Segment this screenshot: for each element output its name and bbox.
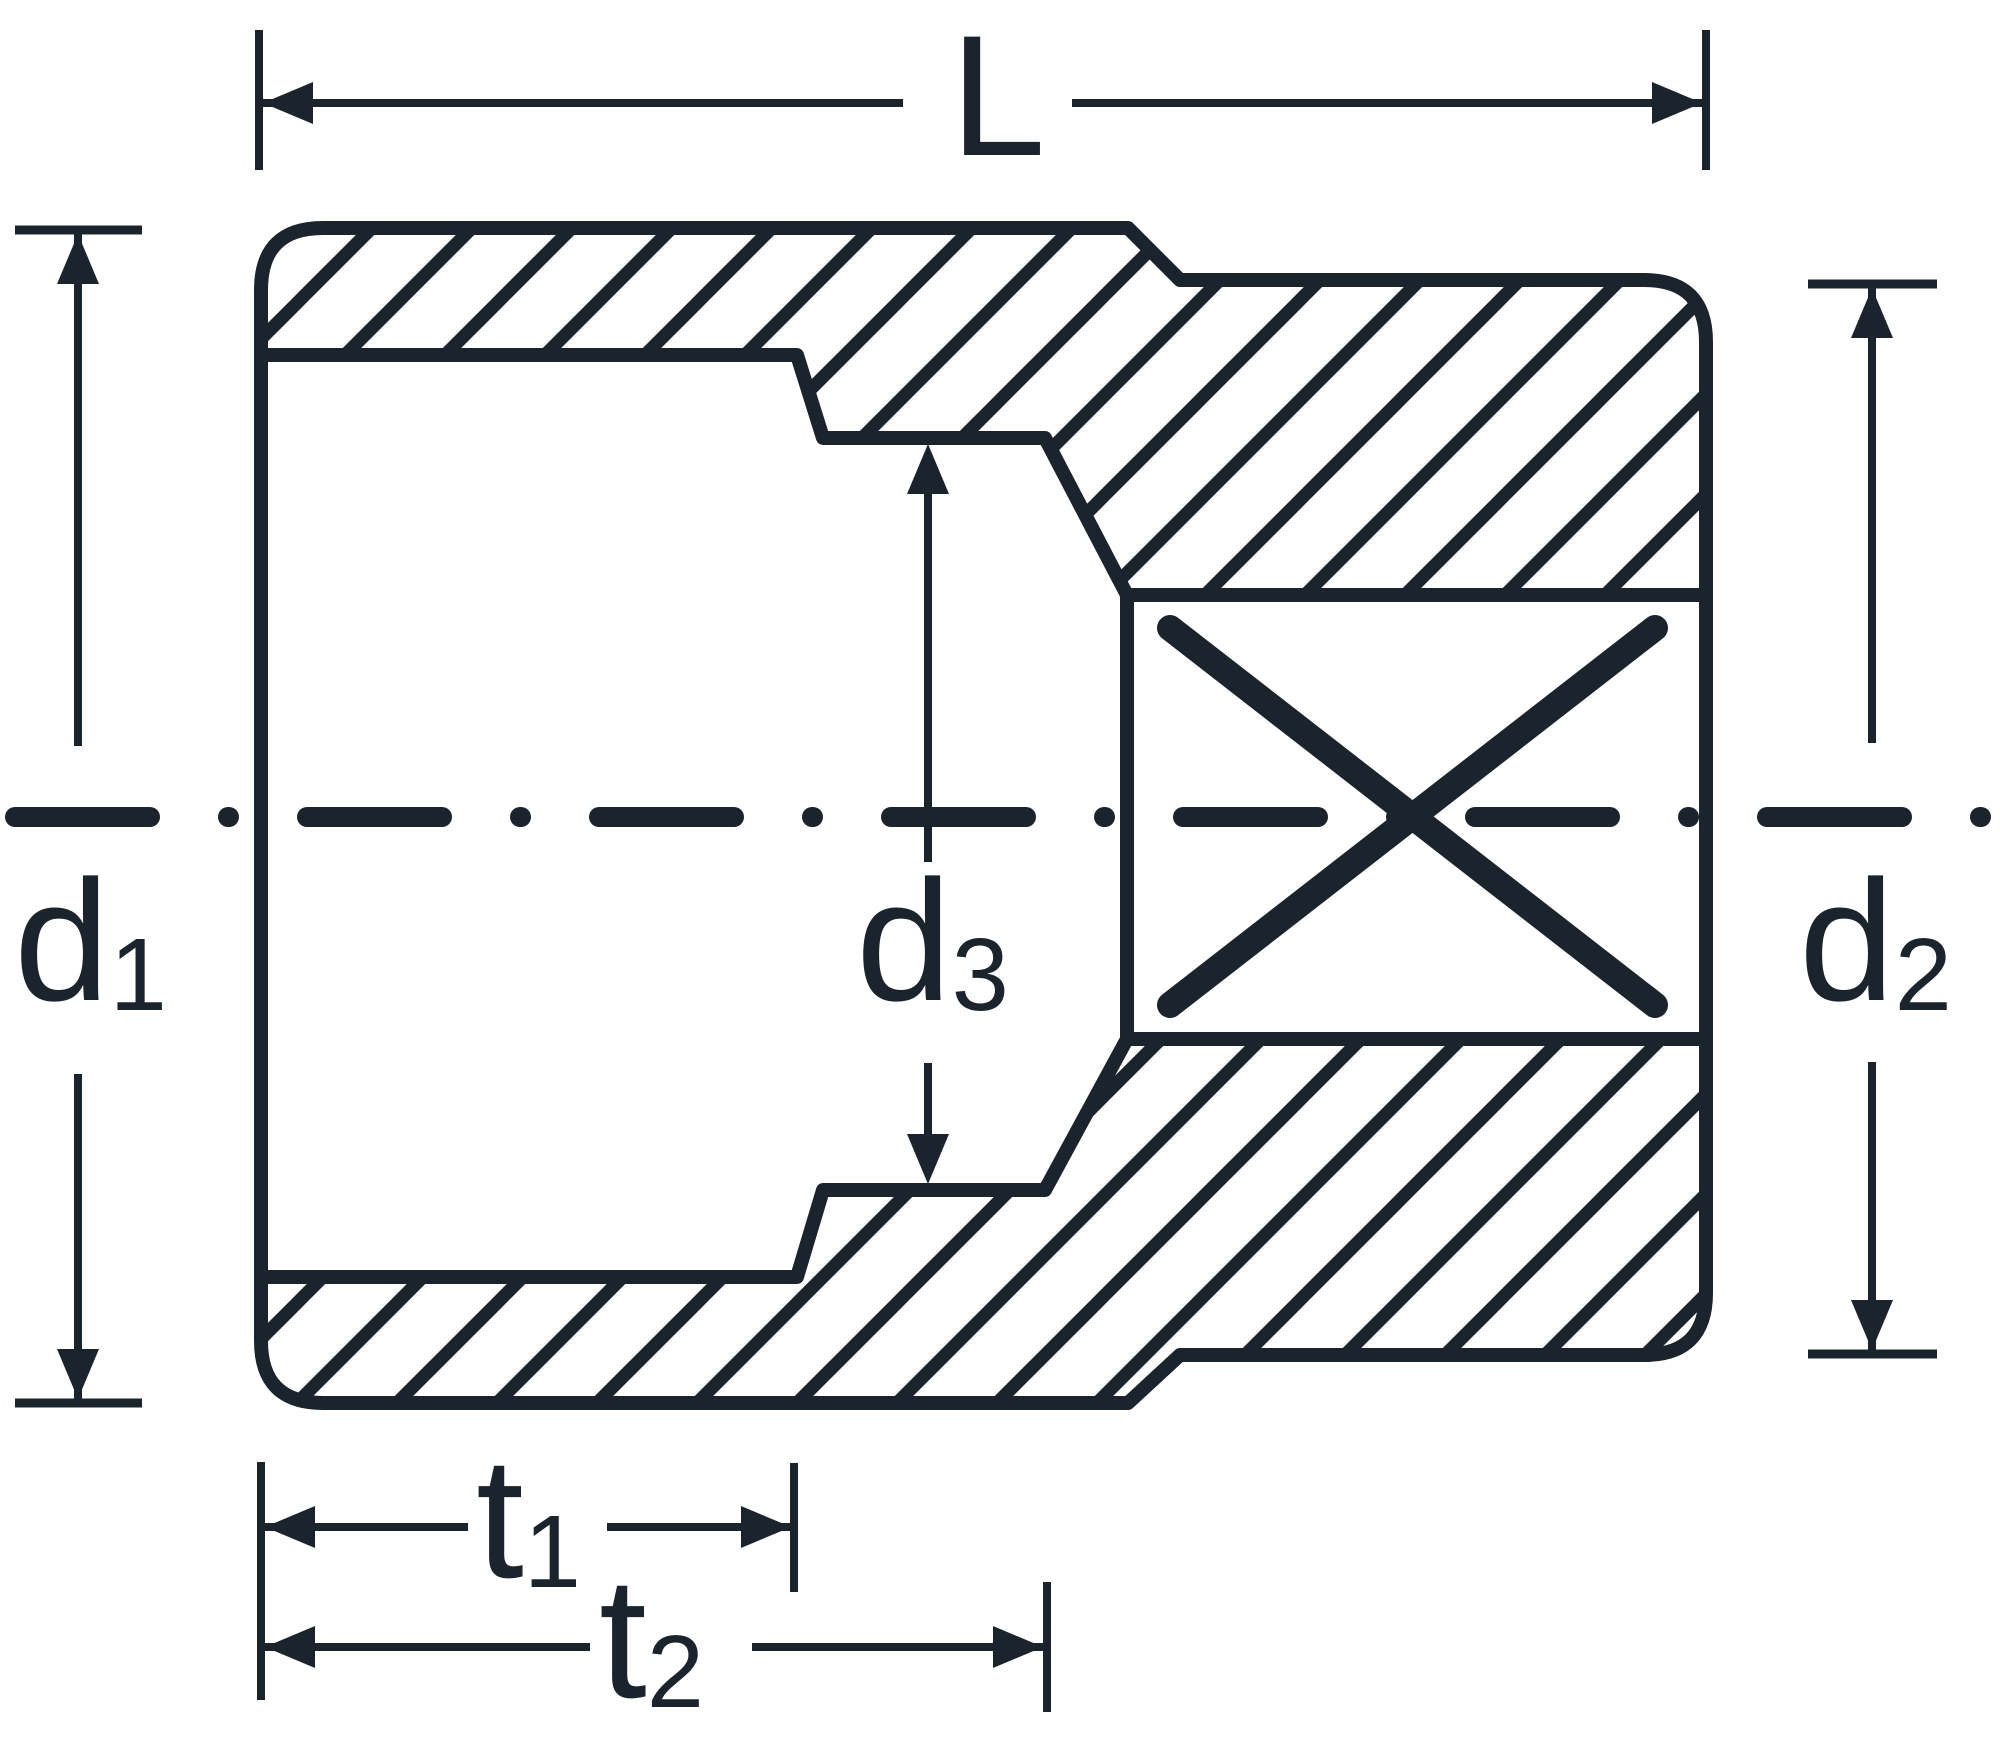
socket-cavity-profile	[261, 348, 1134, 1284]
dimension-arrow-left-t2	[265, 1626, 315, 1668]
hatched-region-lower	[261, 1039, 1706, 1403]
hatched-region-upper	[261, 228, 1706, 595]
dimension-arrow-right-L	[1652, 82, 1702, 124]
dimension-arrow-up-d3	[907, 444, 949, 494]
dimension-t1: t1	[257, 1422, 798, 1700]
cavity-upper-edge	[261, 348, 1134, 599]
dimension-arrow-left-L	[263, 82, 313, 124]
dimension-arrow-up-d1	[57, 234, 99, 284]
dimension-arrow-down-d3	[907, 1134, 949, 1184]
label-t2: t2	[599, 1542, 704, 1734]
dimension-arrow-up-d2	[1851, 288, 1893, 338]
section-hatching	[261, 228, 1706, 1403]
dimension-d1: d1	[14, 225, 167, 1408]
label-d1: d1	[14, 845, 167, 1037]
dimension-arrow-right-t2	[993, 1626, 1043, 1668]
socket-outline	[254, 221, 1713, 1410]
dimension-d2: d2	[1799, 279, 1952, 1359]
label-d2: d2	[1799, 845, 1952, 1037]
dimension-arrow-down-d2	[1851, 1300, 1893, 1350]
label-d3: d3	[856, 845, 1009, 1037]
x-cross-stroke	[1157, 615, 1668, 1018]
square-drive-x-cross	[1157, 615, 1668, 1018]
dimension-arrow-down-d1	[57, 1349, 99, 1399]
label-L: L	[950, 0, 1046, 192]
square-drive-opening	[1120, 588, 1706, 1046]
dimension-L: L	[255, 0, 1710, 192]
label-t1: t1	[476, 1422, 581, 1614]
dimension-arrow-right-t1	[741, 1506, 791, 1548]
dimension-t2: t2	[265, 1542, 1051, 1734]
dimension-d3: d3	[856, 444, 1009, 1184]
dimension-arrow-left-t1	[265, 1506, 315, 1548]
cavity-lower-edge	[261, 1035, 1134, 1284]
